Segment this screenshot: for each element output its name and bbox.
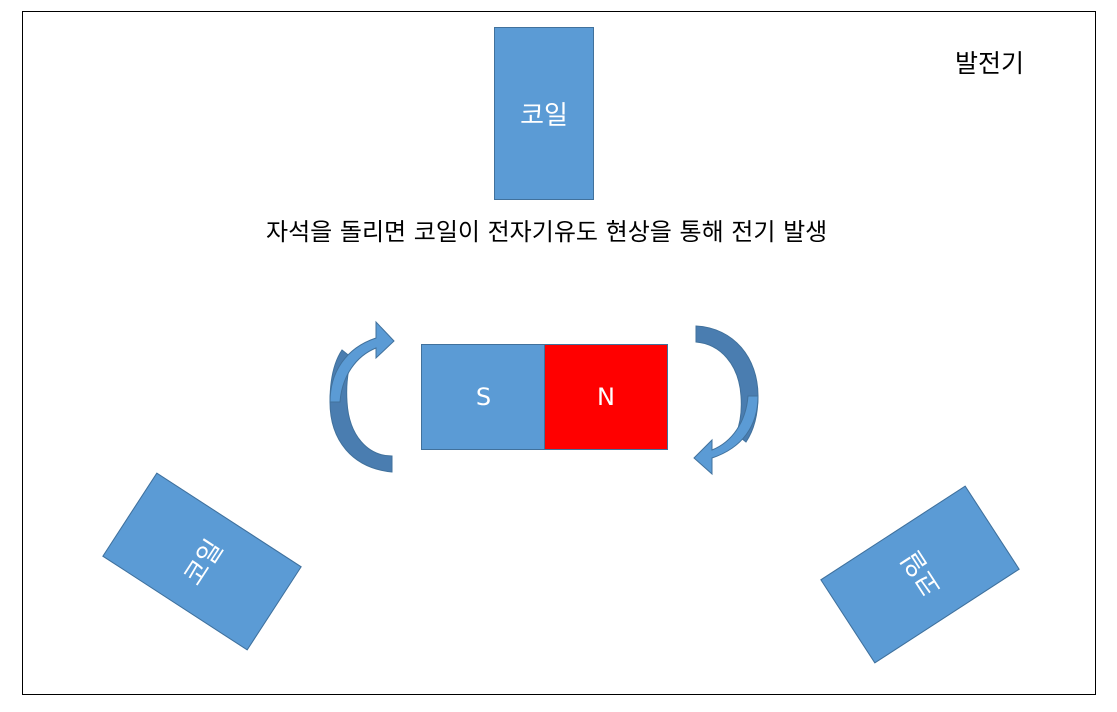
diagram-title: 발전기 xyxy=(955,49,1025,78)
south-pole-label: S xyxy=(475,383,492,411)
coil-bottom-right-label: 코일 xyxy=(896,544,948,602)
diagram-caption: 자석을 돌리면 코일이 전자기유도 현상을 통해 전기 발생 xyxy=(266,218,828,246)
magnet-north-pole: N xyxy=(544,344,668,450)
magnet-south-pole: S xyxy=(421,344,545,450)
diagram-frame xyxy=(22,11,1096,695)
coil-bottom-left-label: 코일 xyxy=(178,534,230,592)
coil-top-label: 코일 xyxy=(520,101,568,131)
north-pole-label: N xyxy=(597,383,615,411)
coil-top: 코일 xyxy=(494,27,594,200)
